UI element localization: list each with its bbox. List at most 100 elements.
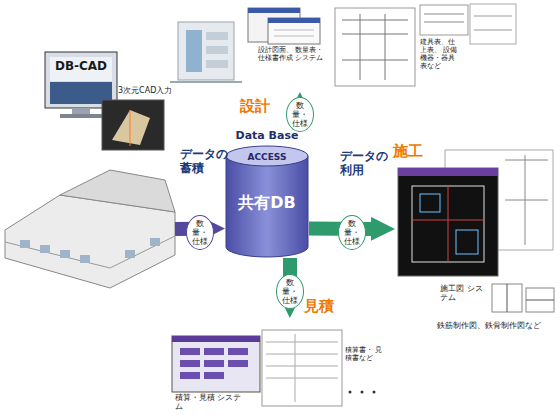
design-output: 設計図面、 数量表・仕様書作成 システム 建具表、仕上表、 設備機器・器具 表など [170,0,460,92]
window [125,250,135,258]
construction-drawings [398,150,554,312]
table-line [266,342,338,343]
shared-database: Data BaseACCESS 共有DB [225,130,309,258]
edge-label: 数量・仕様 [338,215,366,250]
menu-button [180,372,200,379]
dot [361,391,364,394]
dot [349,391,352,394]
stage-heading: 見積 [304,298,344,315]
table-line [266,366,338,367]
menu-button [204,360,224,367]
flow-heading: データの 利用 [340,150,392,178]
drawing-line [505,160,548,161]
stage-heading: 設計 [240,98,280,115]
db-name: 共有DB [225,194,309,212]
caption: 鉄筋制作図、鉄骨制作図など [437,322,552,331]
drawing-line [385,14,386,80]
building-model [5,170,175,288]
drawing-sheet [470,4,516,44]
cylinder-top [226,146,308,166]
ground-line [170,81,242,83]
building-floor [206,60,228,68]
db-heading: Data Base [225,130,309,143]
table-line [266,378,338,379]
menu-button [180,348,200,355]
flow-arrow [309,222,371,236]
edge-label: 数量・仕様 [286,97,314,132]
detail-drawing [526,288,554,312]
construction-output: 施工図 システム鉄筋制作図、鉄骨制作図など [395,140,557,350]
estimate-sheet [262,330,342,406]
flow-arrow [283,258,297,294]
app-window [172,336,260,392]
building-glass [186,30,202,72]
caption: 積算・見積 システム [175,394,245,411]
drawing-line [424,14,464,15]
table-line [274,36,314,37]
stage-heading: 施工 [393,143,433,160]
building-body [178,22,234,80]
building-roof [60,170,175,212]
table-line [266,354,338,355]
window [40,245,50,253]
cad-screen [398,168,498,276]
monitor-screen [50,57,112,81]
window [60,250,70,258]
dot [373,391,376,394]
caption: 積算書・ 見積書など [345,346,389,362]
table-line [295,334,296,402]
flow-heading: データの 蓄積 [180,148,232,176]
app-window [268,18,320,44]
drawing-line [360,14,361,80]
detail-drawing [492,284,522,312]
drawing-line [525,155,526,245]
edge-label: 数量・仕様 [186,215,214,250]
design-screenshots [248,8,320,44]
menu-button [228,348,248,355]
cad-line [130,110,131,146]
drawing-sheet [335,8,415,86]
cylinder-body [226,156,308,257]
menu-button [204,372,224,379]
drawing-line [342,60,408,61]
caption: 3次元CAD入力 [118,86,174,95]
detail-line [507,284,508,312]
monitor-base [60,114,102,118]
estimate-output: 積算・見積 システム 積算書・ 見積書など [165,318,395,420]
drawing-line [474,30,512,31]
caption: 建具表、仕上表、 設備機器・器具 表など [420,38,460,70]
cad-window [102,100,164,150]
plan-room [456,230,478,254]
building-floor [206,32,228,40]
computer [45,52,164,150]
system-name: DB-CAD [50,60,112,74]
drawing-line [505,200,548,201]
cad-input: DB-CAD 3次元CAD入力 [0,48,175,303]
drawing-sheet [420,5,468,35]
building-mass [5,195,175,288]
menu-button [180,360,200,367]
cad-model [112,110,150,145]
plan-outline [412,186,484,262]
drawing-line [474,16,512,17]
title-bar [398,168,498,176]
flow-arrow [293,116,307,130]
detail-line [526,300,554,301]
menu-button [228,360,248,367]
title-bar [248,8,300,13]
menu-button [204,348,224,355]
flow-arrow [175,222,201,236]
edge-label: 数量・仕様 [276,274,304,309]
caption: 施工図 システム [440,284,486,302]
building-floor [206,46,228,54]
floor-line [110,236,175,268]
drawing-line [424,22,464,23]
drawing-line [342,34,408,35]
window [150,238,160,246]
db-engine: ACCESS [225,152,309,162]
design-drawings [335,4,516,86]
caption: 設計図面、 数量表・仕様書作成 システム [258,46,328,62]
plan-room [420,194,440,212]
